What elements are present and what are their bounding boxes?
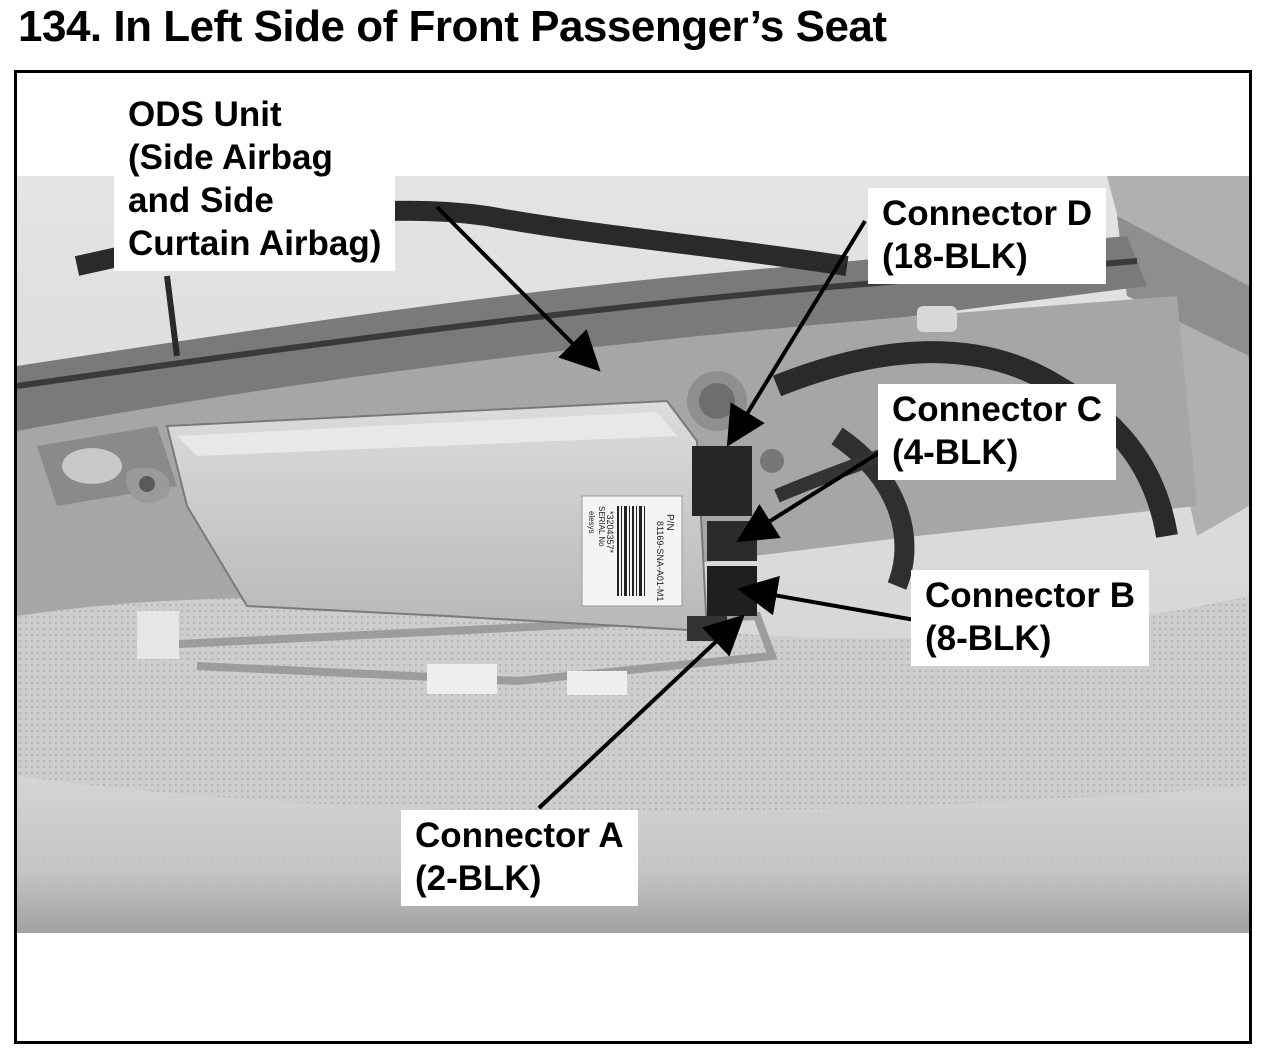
callout-connector-b-line2: (8-BLK): [925, 619, 1052, 658]
callout-connector-a-line1: Connector A: [415, 816, 624, 855]
arrow-connector-d: [726, 219, 867, 447]
callout-ods-line3: and Side: [128, 181, 274, 220]
arrow-ods-unit: [435, 205, 601, 372]
module-label-barcode-number: *3204357*: [605, 511, 615, 554]
callout-connector-c-line1: Connector C: [892, 390, 1102, 429]
callout-arrows: [435, 205, 916, 810]
figure-frame: P/N SERIAL No 81169-SNA-A01-M1 *3204357*…: [14, 70, 1252, 1044]
module-label-brand: elesys: [587, 511, 596, 534]
page-title: 134. In Left Side of Front Passenger’s S…: [18, 2, 887, 51]
callout-connector-d-line1: Connector D: [882, 194, 1092, 233]
callout-connector-d-line2: (18-BLK): [882, 237, 1028, 276]
module-label-serial: SERIAL No: [597, 506, 606, 547]
callout-ods-line2: (Side Airbag: [128, 138, 333, 177]
callout-connector-c-line2: (4-BLK): [892, 433, 1019, 472]
arrow-connector-a: [537, 614, 745, 810]
module-label-pn: P/N: [664, 514, 675, 531]
arrow-connector-c: [736, 447, 887, 543]
callout-connector-c: Connector C (4-BLK): [878, 384, 1116, 480]
callout-connector-a: Connector A (2-BLK): [401, 810, 638, 906]
callout-connector-d: Connector D (18-BLK): [868, 188, 1106, 284]
callout-connector-a-line2: (2-BLK): [415, 859, 542, 898]
arrow-connector-b: [737, 575, 916, 622]
callout-ods-line4: Curtain Airbag): [128, 224, 382, 263]
callout-ods-unit: ODS Unit (Side Airbag and Side Curtain A…: [114, 89, 396, 271]
callout-ods-line1: ODS Unit: [128, 95, 282, 134]
callout-connector-b: Connector B (8-BLK): [911, 570, 1149, 666]
module-label-part-number: 81169-SNA-A01-M1: [655, 521, 665, 601]
callout-connector-b-line1: Connector B: [925, 576, 1135, 615]
